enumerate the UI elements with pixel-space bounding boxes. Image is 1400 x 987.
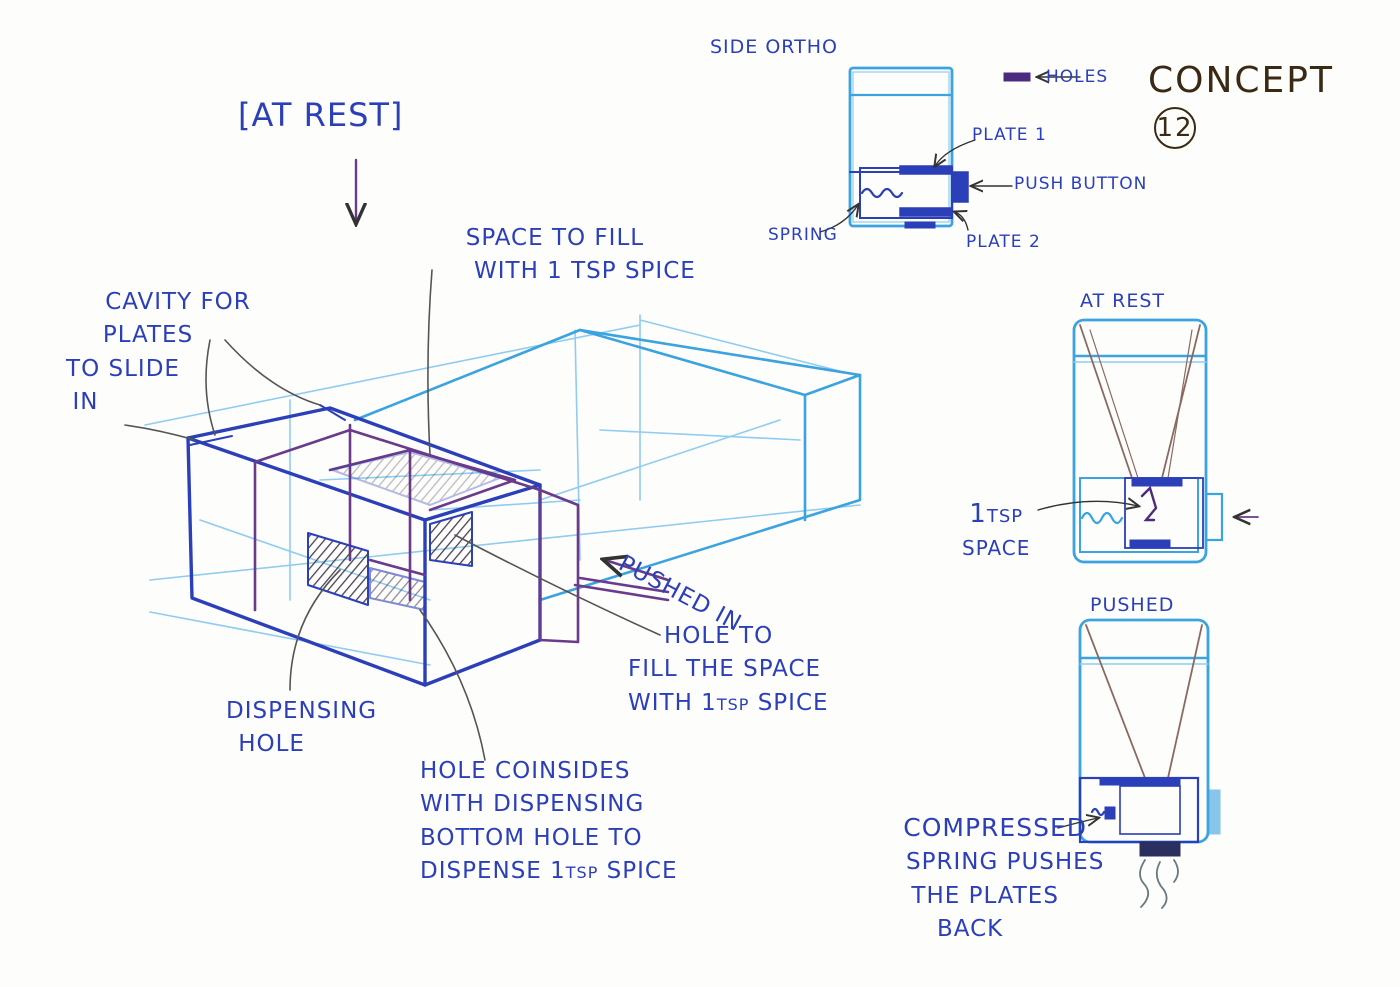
space-to-fill-label: SPACE TO FILL WITH 1 TSP SPICE bbox=[414, 222, 696, 289]
dispensing-hole-mark bbox=[307, 532, 369, 606]
leader-lines bbox=[124, 269, 661, 761]
coincides-line-4: DISPENSE 1tsp SPICE bbox=[420, 858, 678, 885]
cavity-line-4: IN bbox=[72, 389, 99, 416]
side-ortho-title: SIDE ORTHO bbox=[710, 36, 838, 58]
hole-legend-swatch bbox=[1003, 72, 1031, 82]
tsp-line-2: SPACE bbox=[962, 535, 1031, 560]
legend-holes-label: HOLES bbox=[1046, 67, 1109, 87]
cavity-label: CAVITY FOR PLATES TO SLIDE IN bbox=[58, 286, 298, 419]
dispensing-line-1: DISPENSING bbox=[226, 698, 378, 724]
main-state-label: [AT REST] bbox=[238, 96, 404, 134]
compressed-line-1: COMPRESSED bbox=[903, 813, 1088, 842]
at-rest-view bbox=[1037, 318, 1259, 564]
fill-hole-line-2: FILL THE SPACE bbox=[628, 656, 822, 683]
compressed-spring-label: COMPRESSED SPRING PUSHES THE PLATES BACK bbox=[886, 810, 1104, 946]
coincides-line-2: WITH DISPENSING bbox=[420, 791, 645, 818]
one-tsp-space-label: 1tsp SPACE bbox=[962, 496, 1030, 563]
coincides-line-1: HOLE COINSIDES bbox=[420, 758, 631, 784]
tsp-line-1: 1tsp bbox=[969, 499, 1024, 529]
plate-2-label: PLATE 2 bbox=[966, 232, 1041, 252]
side-ortho-view bbox=[819, 66, 1081, 233]
bottom-hole-mark bbox=[369, 567, 426, 611]
plate-1-label: PLATE 1 bbox=[972, 125, 1047, 145]
concept-number-badge: 12 bbox=[1154, 107, 1196, 150]
dispensing-line-2: HOLE bbox=[238, 731, 305, 758]
space-line-2: WITH 1 TSP SPICE bbox=[474, 258, 696, 285]
hole-coincides-label: HOLE COINSIDES WITH DISPENSING BOTTOM HO… bbox=[420, 755, 678, 888]
fill-hole-line-1: HOLE TO bbox=[664, 623, 774, 649]
pushed-view-title: PUSHED bbox=[1090, 594, 1175, 616]
main-isometric-sketch bbox=[124, 158, 862, 761]
fill-hole-line-3: WITH 1tsp SPICE bbox=[628, 689, 829, 716]
space-line-1: SPACE TO FILL bbox=[465, 225, 645, 251]
hatched-holes bbox=[307, 451, 501, 611]
coincides-line-3: BOTTOM HOLE TO bbox=[420, 824, 643, 851]
compressed-line-3: THE PLATES bbox=[911, 882, 1059, 909]
fill-hole-label: HOLE TO FILL THE SPACE WITH 1tsp SPICE bbox=[628, 620, 829, 720]
spring-label: SPRING bbox=[768, 225, 838, 245]
cavity-line-1: CAVITY FOR bbox=[105, 289, 251, 315]
dispensing-hole-label: DISPENSING HOLE bbox=[226, 695, 377, 762]
fill-hole-mark bbox=[429, 511, 473, 567]
at-rest-view-title: AT REST bbox=[1080, 290, 1166, 312]
pushed-in-arrow bbox=[605, 560, 670, 582]
push-button-label: PUSH BUTTON bbox=[1014, 174, 1148, 194]
concept-title: CONCEPT 12 bbox=[1148, 55, 1334, 150]
space-to-fill-mark bbox=[331, 451, 501, 506]
cavity-line-2: PLATES bbox=[102, 322, 194, 349]
back-housing bbox=[353, 328, 862, 602]
compressed-line-4: BACK bbox=[937, 915, 1004, 942]
pushed-view bbox=[1057, 618, 1221, 909]
concept-word: CONCEPT bbox=[1148, 60, 1334, 101]
cavity-line-3: TO SLIDE bbox=[66, 355, 180, 382]
compressed-line-2: SPRING PUSHES bbox=[906, 849, 1105, 876]
